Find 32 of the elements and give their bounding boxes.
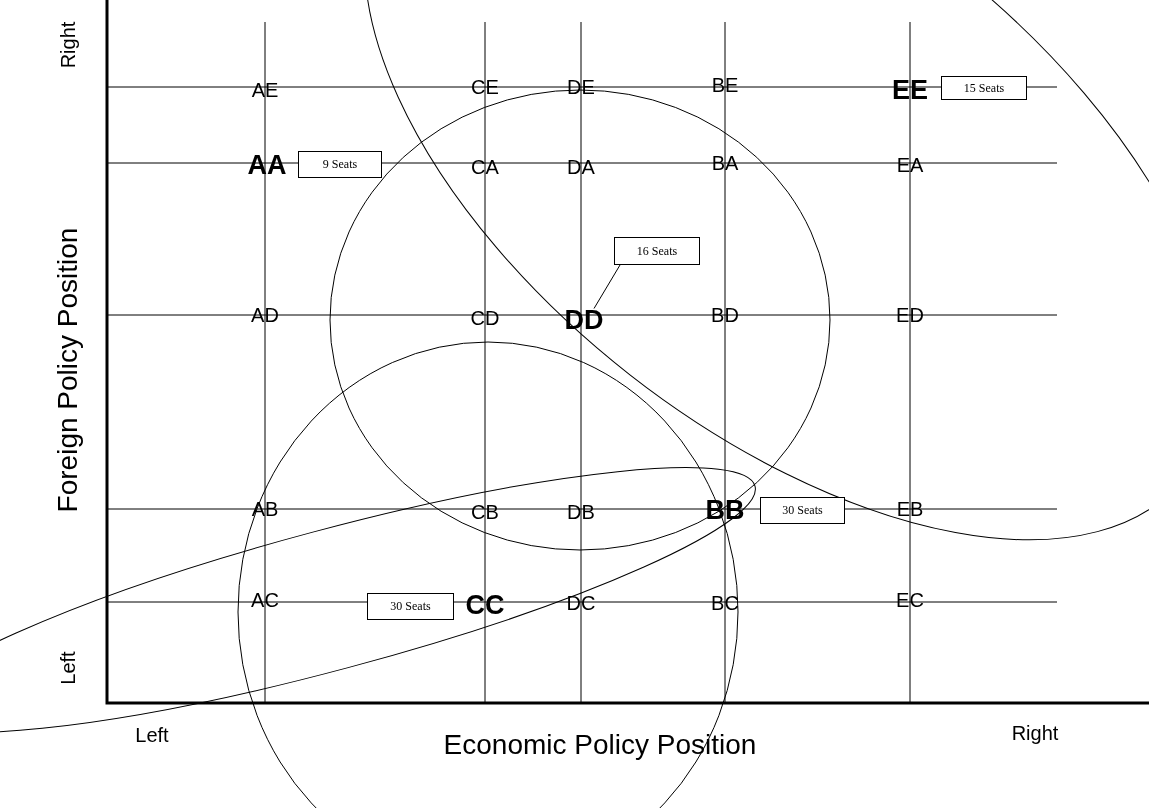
grid-point-label: EC xyxy=(896,588,924,612)
party-label: DD xyxy=(564,304,604,336)
grid-point-label: BA xyxy=(711,151,739,175)
grid-point-label: EA xyxy=(896,153,924,177)
grid-point-label: BD xyxy=(711,303,739,327)
axis-end-label: Left xyxy=(135,723,169,747)
grid-point-label: CE xyxy=(471,75,499,99)
grid-point-label: CB xyxy=(471,500,499,524)
grid-point-label: ED xyxy=(896,303,924,327)
seat-count-box: 16 Seats xyxy=(614,237,700,265)
grid-point-label: DB xyxy=(567,500,595,524)
seat-count-box: 30 Seats xyxy=(760,497,845,524)
axis-end-label: Right xyxy=(56,21,80,69)
grid-point-label: AE xyxy=(251,78,279,102)
grid-point-label: BE xyxy=(711,73,739,97)
grid-point-label: AD xyxy=(251,303,279,327)
party-label: EE xyxy=(892,74,928,106)
axis-title: Foreign Policy Position xyxy=(52,227,84,513)
leader-line xyxy=(593,264,621,309)
party-label: CC xyxy=(465,589,505,621)
seat-count-box: 30 Seats xyxy=(367,593,454,620)
grid-point-label: CD xyxy=(470,306,500,330)
grid-point-label: CA xyxy=(471,155,499,179)
grid-point-label: AC xyxy=(251,588,279,612)
axis-end-label: Left xyxy=(56,651,80,685)
grid-point-label: EB xyxy=(896,497,924,521)
seat-count-box: 9 Seats xyxy=(298,151,382,178)
grid-point-label: DA xyxy=(567,155,595,179)
seat-count-box: 15 Seats xyxy=(941,76,1027,100)
axis-end-label: Right xyxy=(1011,721,1059,745)
party-label: AA xyxy=(247,149,287,181)
grid-point-label: DC xyxy=(566,591,596,615)
